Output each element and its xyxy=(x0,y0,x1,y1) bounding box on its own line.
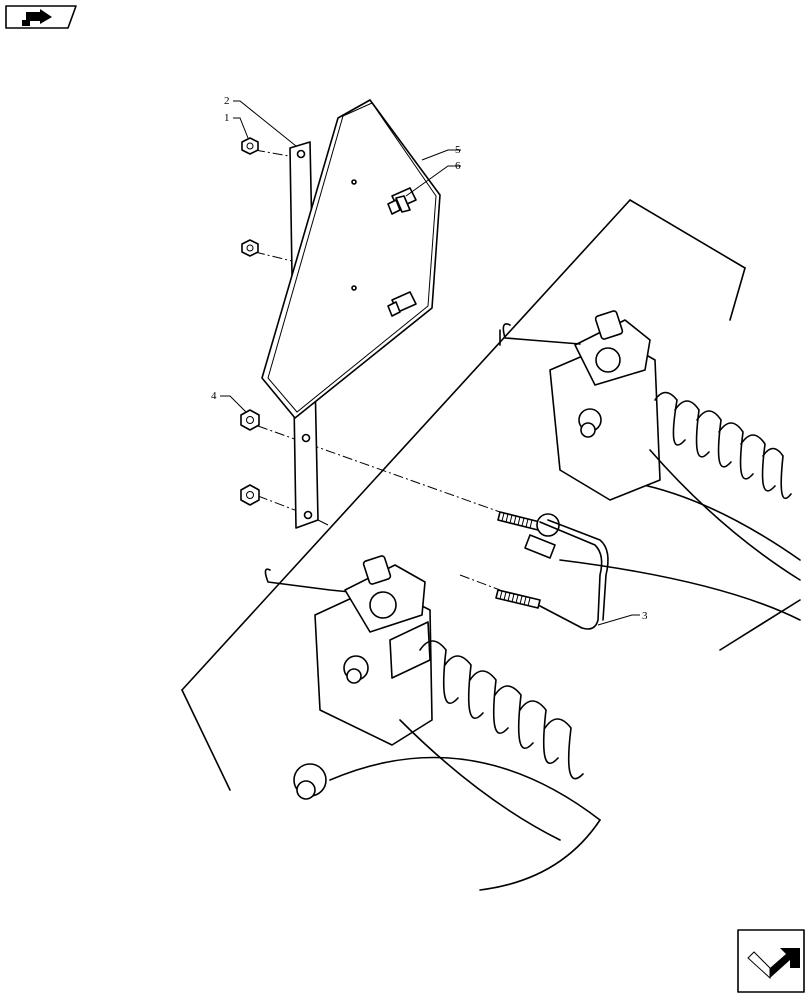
callout-1: 1 xyxy=(224,112,230,124)
callout-2: 2 xyxy=(224,95,230,107)
shield-plate xyxy=(261,99,441,419)
bolt-lower xyxy=(387,291,417,317)
rear-spring-assembly xyxy=(499,310,801,581)
nut-1b xyxy=(241,239,259,257)
previous-page-icon[interactable] xyxy=(5,5,77,29)
callout-3: 3 xyxy=(642,610,648,622)
next-page-icon[interactable] xyxy=(737,929,805,993)
nut-4a xyxy=(240,409,260,431)
callout-5: 5 xyxy=(455,144,461,156)
leader-lines xyxy=(220,100,640,626)
callout-6: 6 xyxy=(455,160,461,172)
callout-4: 4 xyxy=(211,390,217,402)
nut-1a xyxy=(241,137,259,155)
frame-tube xyxy=(181,199,801,891)
front-spring-assembly xyxy=(264,555,584,841)
nut-4b xyxy=(240,484,260,506)
threaded-studs xyxy=(495,511,609,630)
